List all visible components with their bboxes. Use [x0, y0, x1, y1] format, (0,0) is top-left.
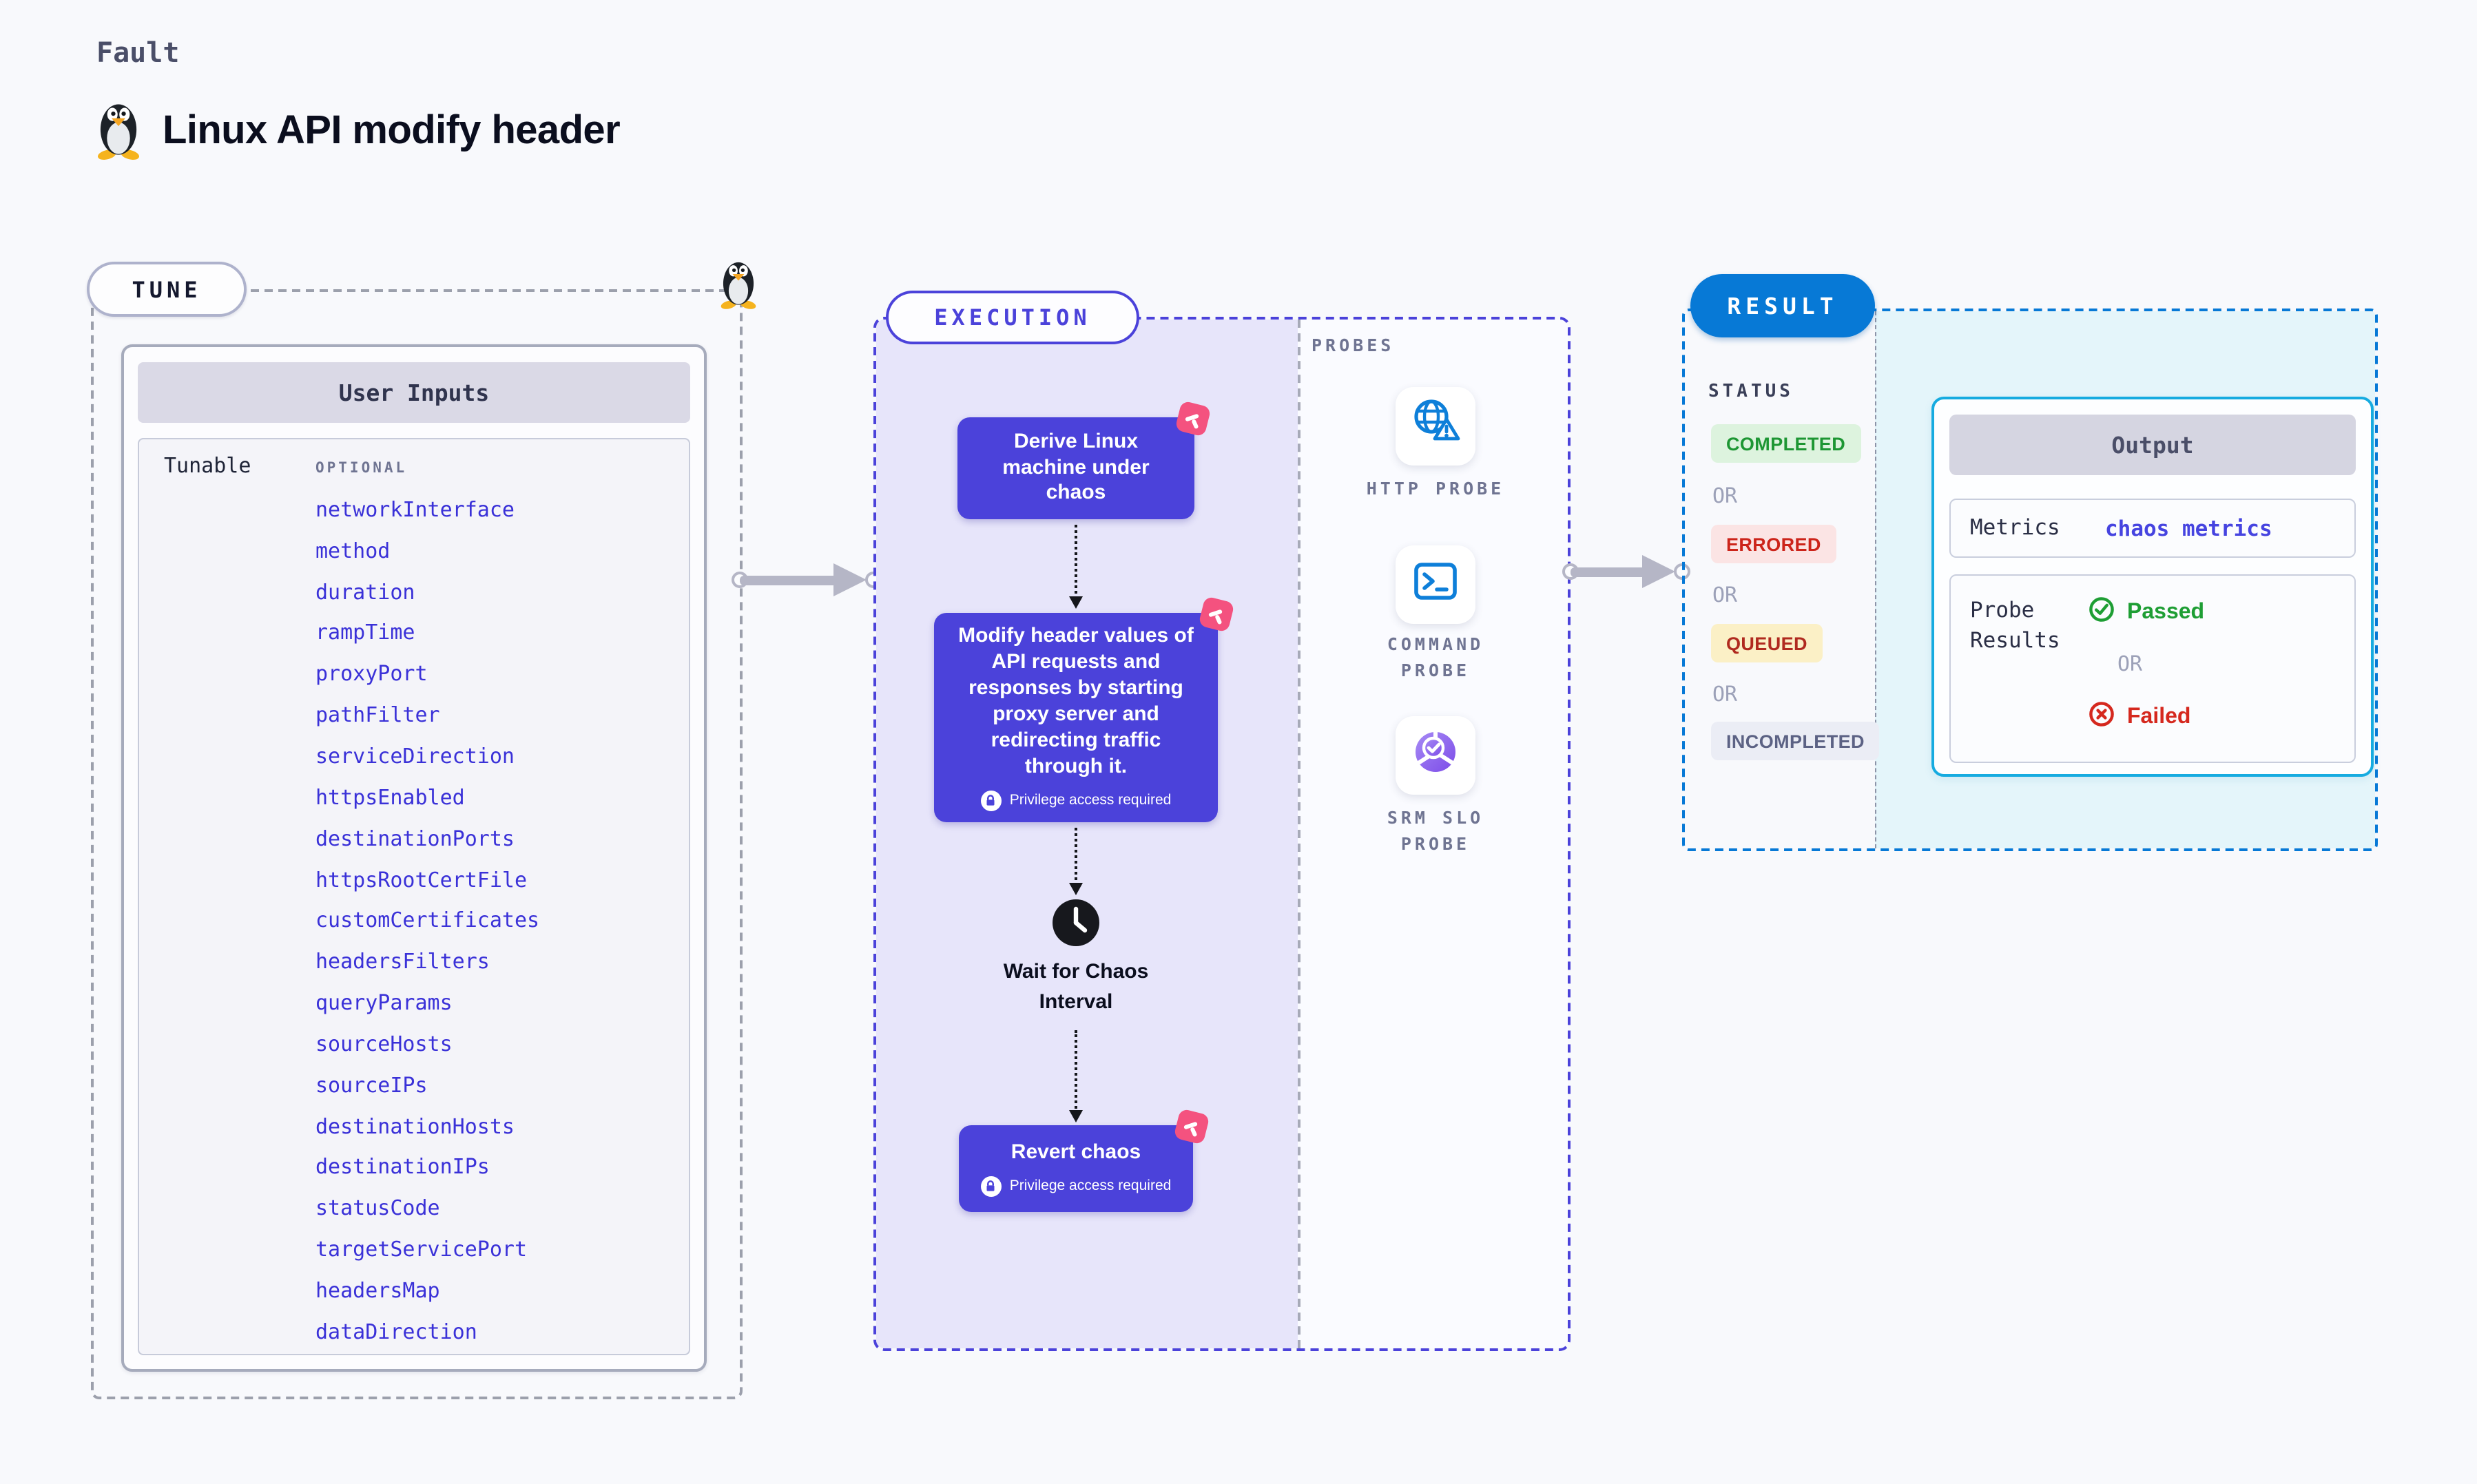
tunable-param: httpsEnabled	[315, 784, 465, 810]
metrics-label: Metrics	[1970, 515, 2060, 541]
page-title: Linux API modify header	[163, 109, 621, 153]
arrow-down-icon	[1068, 883, 1082, 895]
tunable-param: queryParams	[315, 990, 453, 1016]
status-label: STATUS	[1708, 382, 1794, 402]
user-inputs-card: User Inputs Tunable OPTIONAL networkInte…	[121, 344, 707, 1372]
tunable-param: dataDirection	[315, 1319, 477, 1344]
tunable-param: pathFilter	[315, 702, 440, 728]
tunable-param: targetServicePort	[315, 1237, 528, 1262]
privilege-note: Privilege access required	[980, 1175, 1171, 1197]
tunable-param: httpsRootCertFile	[315, 867, 528, 892]
optional-label: OPTIONAL	[315, 460, 408, 477]
status-badge-completed: COMPLETED	[1711, 424, 1861, 463]
probe-result-failed: Failed	[2089, 701, 2190, 734]
user-inputs-body: Tunable OPTIONAL networkInterface method d…	[138, 438, 690, 1355]
x-circle-icon	[2089, 701, 2115, 734]
step-revert-chaos: Revert chaos Privilege access required	[959, 1108, 1210, 1212]
tunable-param: destinationHosts	[315, 1114, 515, 1139]
probe-result-passed: Passed	[2089, 596, 2204, 629]
or-separator: OR	[2117, 651, 2143, 676]
tune-pill: TUNE	[87, 262, 247, 317]
probe-results-label: Probe Results	[1970, 598, 2060, 654]
tunable-param: destinationPorts	[315, 826, 515, 851]
globe-warning-icon	[1408, 395, 1463, 457]
tunable-label: Tunable	[164, 453, 251, 478]
or-separator: OR	[1712, 483, 1738, 508]
tunable-param: headersMap	[315, 1277, 440, 1303]
arrow-line	[1571, 567, 1653, 576]
arrow-tune-to-execution	[732, 561, 886, 599]
output-title: Output	[1949, 415, 2356, 475]
step-derive-machine: Derive Linux machine under chaos	[957, 400, 1212, 519]
privilege-note: Privilege access required	[980, 790, 1171, 811]
execution-pill: EXECUTION	[886, 291, 1139, 344]
tunable-param-list: networkInterface method duration rampTime pr…	[315, 489, 683, 1348]
status-badge-errored: ERRORED	[1711, 525, 1836, 563]
dotted-connector	[1068, 1030, 1082, 1122]
status-badge-queued: QUEUED	[1711, 624, 1823, 662]
clock-icon	[1051, 898, 1101, 954]
output-card: Output Metrics chaos metrics Probe Resul…	[1931, 397, 2374, 777]
lock-icon	[980, 790, 1002, 811]
or-separator: OR	[1712, 682, 1738, 707]
http-probe-label: HTTP PROBE	[1366, 478, 1505, 499]
terminal-icon	[1408, 554, 1463, 616]
arrow-head-icon	[1642, 555, 1675, 588]
tunable-param: proxyPort	[315, 661, 428, 687]
tunable-param: statusCode	[315, 1195, 440, 1221]
tunable-param: sourceHosts	[315, 1031, 453, 1056]
tunable-param: duration	[315, 579, 415, 605]
metrics-value: chaos metrics	[2105, 516, 2272, 541]
arrow-head-icon	[833, 563, 867, 596]
fault-kind-label: Fault	[96, 36, 180, 69]
tunable-param: serviceDirection	[315, 743, 515, 769]
probes-panel-label: PROBES	[1312, 335, 1395, 355]
arrow-down-icon	[1068, 596, 1082, 609]
tunable-param: rampTime	[315, 620, 415, 645]
lock-icon	[980, 1175, 1002, 1197]
tunable-param: headersFilters	[315, 949, 490, 974]
result-pill: RESULT	[1690, 274, 1875, 337]
title-row: Linux API modify header	[94, 96, 621, 167]
probe-results-row: Probe Results Passed OR	[1949, 574, 2356, 763]
linux-penguin-icon	[94, 96, 143, 167]
srm-slo-probe-label: SRM SLO PROBE	[1387, 807, 1484, 854]
or-separator: OR	[1712, 583, 1738, 607]
tunable-param: customCertificates	[315, 908, 540, 933]
tunable-param: networkInterface	[315, 497, 515, 522]
tunable-param: destinationIPs	[315, 1154, 490, 1180]
step-modify-header: Modify header values of API requests and…	[934, 596, 1235, 822]
tunable-param: method	[315, 538, 391, 563]
arrow-line	[740, 575, 844, 585]
check-circle-icon	[2089, 596, 2115, 629]
metrics-row: Metrics chaos metrics	[1949, 499, 2356, 558]
http-probe-card	[1396, 387, 1475, 466]
dotted-connector	[1068, 828, 1082, 895]
arrow-down-icon	[1068, 1110, 1082, 1122]
probes-panel	[1298, 320, 1568, 1348]
linux-penguin-small-icon	[718, 253, 759, 318]
status-badge-incompleted: INCOMPLETED	[1711, 722, 1880, 760]
command-probe-label: COMMAND PROBE	[1387, 634, 1484, 680]
tune-section-outline	[91, 289, 743, 1399]
slo-donut-check-icon	[1408, 724, 1463, 786]
command-probe-card	[1396, 545, 1475, 624]
arrow-execution-to-result	[1562, 552, 1694, 591]
srm-slo-probe-card	[1396, 716, 1475, 795]
wait-interval-label: Wait for Chaos Interval	[1003, 960, 1149, 1014]
tunable-param: sourceIPs	[315, 1072, 428, 1098]
dotted-connector	[1068, 525, 1082, 609]
user-inputs-title: User Inputs	[138, 362, 690, 423]
